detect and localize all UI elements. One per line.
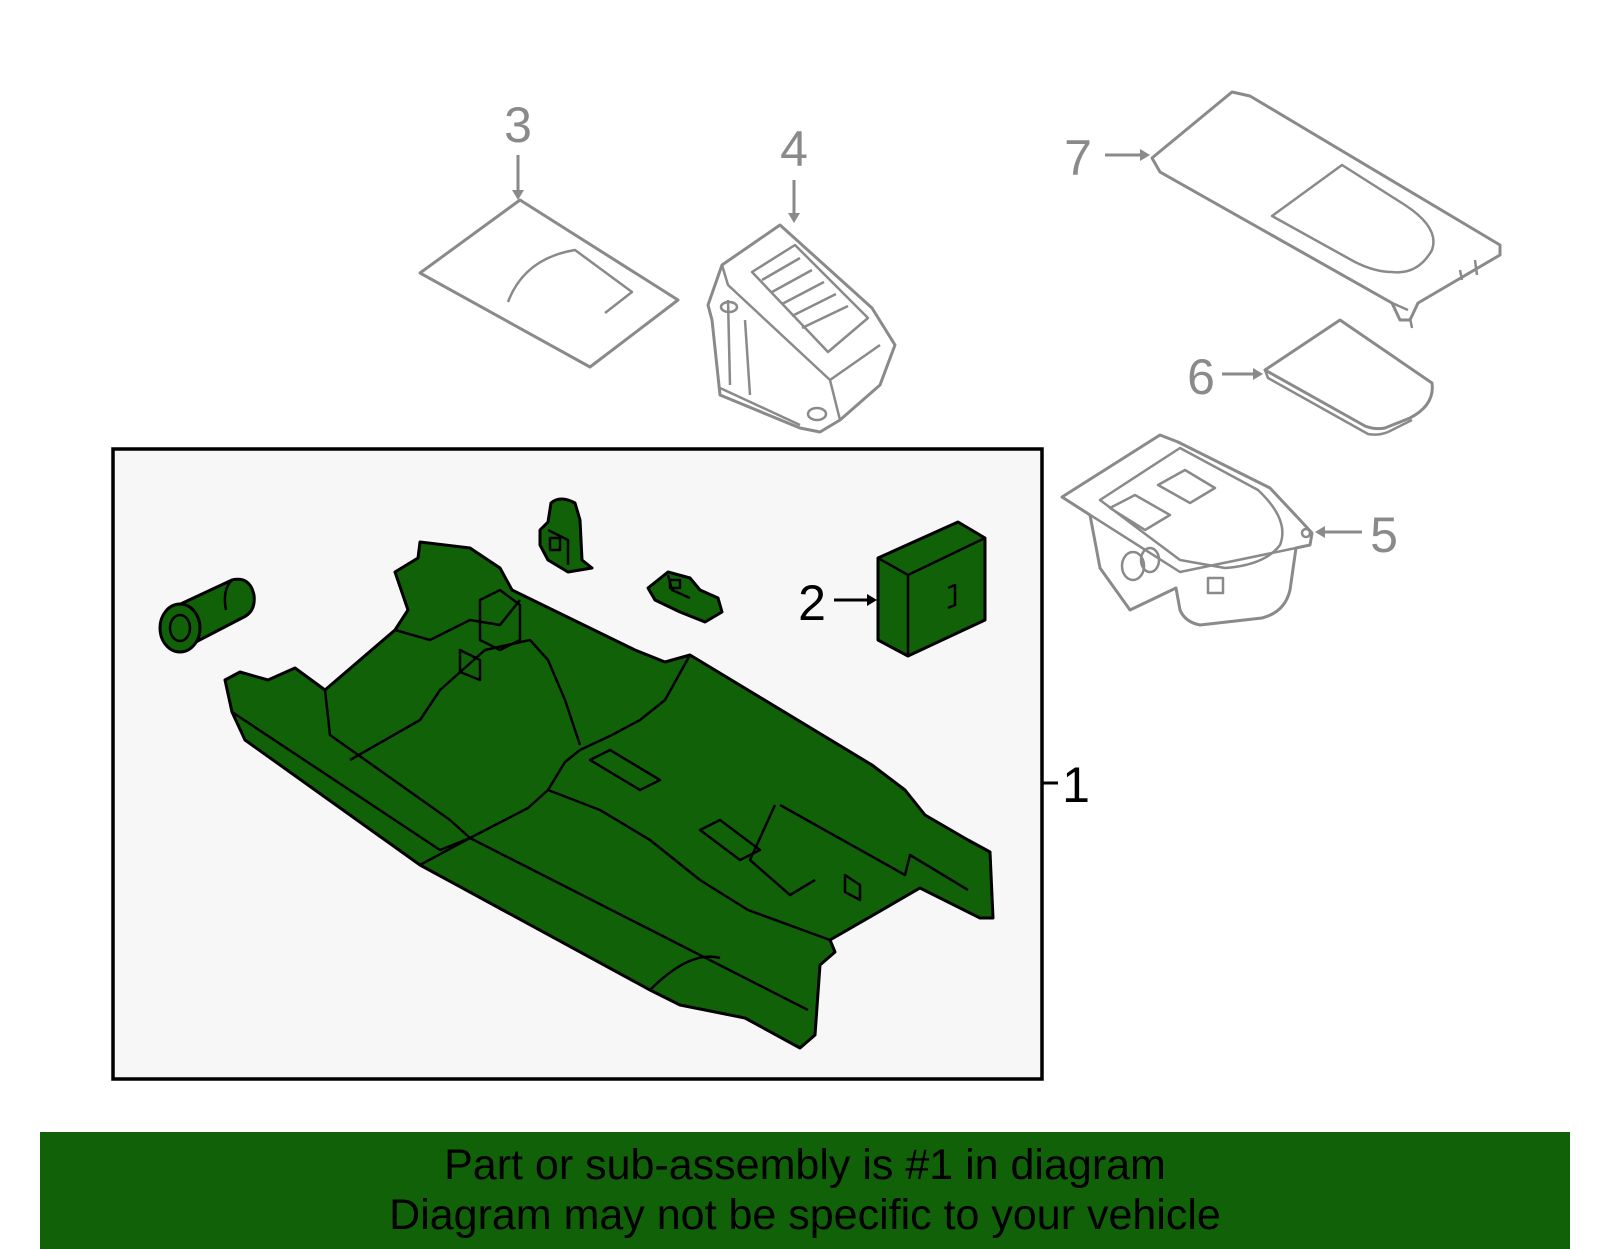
part-1-console[interactable] bbox=[223, 540, 995, 1050]
part-6-pad[interactable] bbox=[1263, 318, 1434, 436]
console-clip-b bbox=[646, 570, 724, 624]
part-5-cupholder[interactable] bbox=[1060, 433, 1314, 627]
info-banner: Part or sub-assembly is #1 in diagram Di… bbox=[40, 1132, 1570, 1249]
callout-3[interactable]: 3 bbox=[504, 97, 532, 153]
callout-2[interactable]: 2 bbox=[798, 575, 826, 631]
arrow-3 bbox=[512, 190, 524, 200]
arrow-6 bbox=[1253, 368, 1263, 380]
callout-5[interactable]: 5 bbox=[1370, 507, 1398, 563]
arrow-7 bbox=[1140, 149, 1150, 161]
part-4-vent[interactable] bbox=[706, 223, 897, 434]
part-2-module[interactable] bbox=[876, 520, 987, 658]
banner-line-1: Part or sub-assembly is #1 in diagram bbox=[444, 1141, 1166, 1189]
console-plug bbox=[158, 577, 256, 654]
callout-4[interactable]: 4 bbox=[780, 121, 808, 177]
callout-7[interactable]: 7 bbox=[1064, 130, 1092, 186]
console-clip-a bbox=[538, 497, 594, 574]
arrow-5 bbox=[1315, 526, 1325, 538]
callout-1[interactable]: 1 bbox=[1062, 757, 1090, 813]
arrow-2 bbox=[867, 594, 877, 606]
banner-line-2: Diagram may not be specific to your vehi… bbox=[389, 1191, 1221, 1239]
part-3-mat[interactable] bbox=[418, 198, 680, 369]
callout-6[interactable]: 6 bbox=[1187, 349, 1215, 405]
part-7-lid[interactable] bbox=[1150, 90, 1502, 329]
arrow-4 bbox=[788, 213, 800, 223]
